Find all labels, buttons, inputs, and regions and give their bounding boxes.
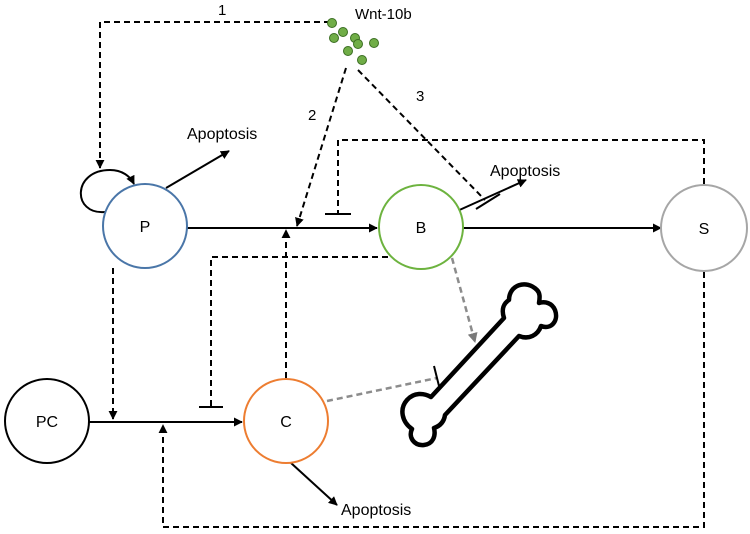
- wnt-10b-ligand-dots: [327, 18, 379, 65]
- node-p: P: [102, 183, 188, 269]
- c-apoptosis-arrow: [290, 462, 338, 506]
- node-c: C: [243, 378, 329, 464]
- wnt-to-p-dashed-arrow: [95, 21, 330, 169]
- wnt-dot: [329, 33, 339, 43]
- node-pc: PC: [4, 378, 90, 464]
- node-s: S: [660, 184, 748, 272]
- node-s-circle: [660, 184, 748, 272]
- node-p-label: P: [140, 219, 151, 236]
- wnt-inhibit-b-apoptosis: [357, 69, 486, 201]
- wnt-inhibit-bar-3: [475, 193, 501, 210]
- node-b-circle: [378, 184, 464, 270]
- node-b-label: B: [416, 220, 427, 237]
- pathway-number-3: 3: [416, 88, 424, 105]
- b-to-bone-dashed-arrow: [450, 257, 478, 343]
- wnt-to-pb-dashed-arrow: [295, 67, 347, 227]
- node-pc-label: PC: [36, 414, 58, 431]
- wnt-dot: [327, 18, 337, 28]
- wnt-10b-label: Wnt-10b: [355, 6, 412, 23]
- node-c-circle: [243, 378, 329, 464]
- node-b: B: [378, 184, 464, 270]
- pathway-number-2: 2: [308, 107, 316, 124]
- node-c-label: C: [280, 414, 292, 431]
- p-self-renewal-arrow: [79, 168, 135, 214]
- bone-icon: [400, 282, 559, 448]
- c-inhibit-bone-dashed: [326, 376, 438, 403]
- s-to-pcc-dashed-arrow: [158, 272, 705, 528]
- c-apoptosis-label: Apoptosis: [341, 502, 411, 519]
- s-inhibit-pb-dashed: [337, 139, 705, 214]
- wnt-dot: [357, 55, 367, 65]
- wnt-dot: [369, 38, 379, 48]
- wnt-dot: [353, 39, 363, 49]
- node-s-label: S: [699, 221, 710, 238]
- b-apoptosis-arrow: [454, 179, 527, 213]
- wnt-dot: [343, 46, 353, 56]
- p-apoptosis-arrow: [165, 150, 230, 189]
- p-apoptosis-label: Apoptosis: [187, 126, 257, 143]
- node-pc-circle: [4, 378, 90, 464]
- node-p-circle: [102, 183, 188, 269]
- wnt-dot: [338, 27, 348, 37]
- b-apoptosis-label: Apoptosis: [490, 163, 560, 180]
- pathway-number-1: 1: [218, 2, 226, 19]
